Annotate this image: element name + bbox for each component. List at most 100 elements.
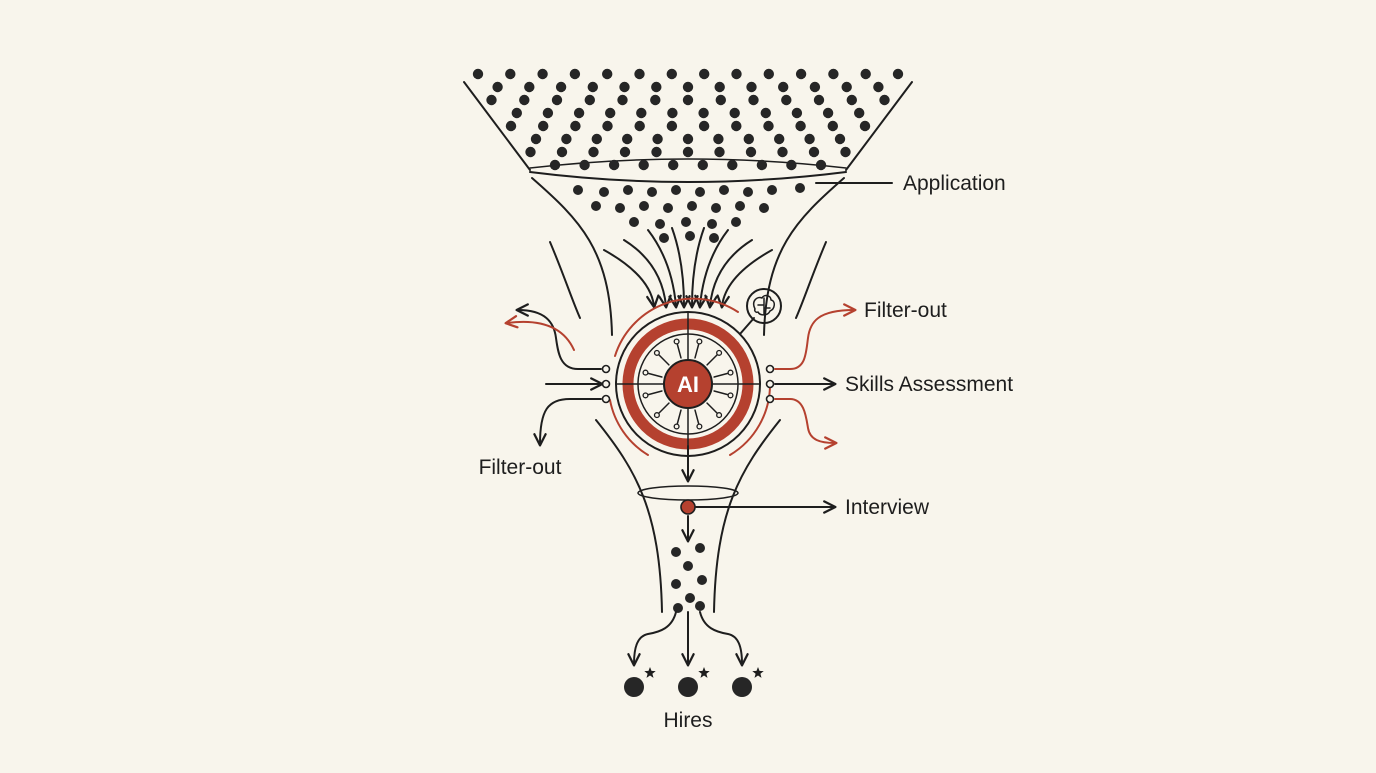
applicant-dot	[828, 68, 839, 80]
neck-dots	[573, 183, 805, 243]
funnel-neck	[531, 177, 845, 336]
applicant-dot	[638, 159, 649, 171]
star-icon	[644, 667, 656, 678]
applicant-dot	[687, 201, 697, 211]
applicant-dot	[623, 185, 633, 195]
applicant-dot	[743, 133, 754, 145]
applicant-dot	[573, 185, 583, 195]
applicant-dot	[763, 68, 774, 80]
applicant-dots	[472, 68, 904, 171]
circuit-node	[653, 349, 660, 356]
applicant-dot	[846, 94, 857, 106]
applicant-dot	[695, 543, 705, 553]
applicant-dot	[873, 81, 884, 93]
applicant-dot	[695, 187, 705, 197]
applicant-dot	[605, 107, 616, 119]
applicant-dot	[579, 159, 590, 171]
applicant-dot	[619, 146, 631, 158]
application-label: Application	[903, 172, 1006, 195]
left-guide-curve	[549, 241, 581, 319]
applicant-dot	[570, 120, 581, 132]
applicant-dot	[666, 68, 677, 80]
applicant-dot	[698, 107, 709, 119]
applicant-dot	[602, 120, 613, 132]
applicant-dot	[663, 203, 673, 213]
applicant-dot	[524, 81, 535, 93]
applicant-dot	[651, 146, 662, 158]
applicant-dot	[681, 217, 691, 227]
applicant-dot	[714, 81, 725, 93]
applicant-dot	[655, 219, 665, 229]
applicant-dot	[685, 231, 695, 241]
applicant-dot	[472, 68, 484, 80]
filter-out-right-label: Filter-out	[864, 299, 947, 322]
candidate-dots	[671, 543, 707, 613]
outer-arc-right	[729, 383, 772, 456]
applicant-dot	[647, 187, 657, 197]
applicant-dot	[815, 159, 827, 171]
left-filter-arrows: Filter-out	[479, 303, 604, 479]
applicant-dot	[859, 120, 871, 132]
applicant-dot	[530, 133, 542, 145]
applicant-dot	[786, 159, 797, 171]
applicant-dot	[697, 159, 708, 171]
hires-label: Hires	[663, 709, 712, 732]
applicant-dot	[617, 94, 628, 106]
applicant-dot	[629, 217, 639, 227]
circuit-node	[716, 349, 723, 356]
applicant-dot	[713, 133, 724, 145]
applicant-dot	[573, 107, 585, 119]
interview-funnel: Interview	[595, 419, 930, 613]
applicant-dot	[791, 107, 803, 119]
circuit-node	[653, 412, 660, 419]
applicant-dot	[804, 133, 815, 145]
applicant-dot	[659, 233, 669, 243]
hire-dot	[624, 677, 644, 697]
applicant-dot	[602, 68, 613, 80]
applicant-dot	[715, 94, 726, 106]
applicant-dot	[834, 133, 846, 145]
circuit-node	[673, 423, 680, 430]
hire-dot	[732, 677, 752, 697]
applicant-dot	[727, 159, 738, 171]
applicant-dot	[809, 81, 821, 93]
applicant-dot	[666, 120, 678, 132]
applicant-dot	[619, 81, 630, 93]
star-icon	[752, 667, 764, 678]
hire-dot	[678, 677, 698, 697]
applicant-dot	[719, 185, 729, 195]
right-guide-curve	[795, 241, 827, 319]
circuit-node	[727, 392, 734, 399]
circuit-node	[696, 423, 703, 430]
applicant-dot	[591, 201, 601, 211]
applicant-dot	[569, 68, 581, 80]
circuit-node	[696, 338, 703, 345]
applicant-dot	[551, 94, 563, 106]
applicant-dot	[668, 159, 679, 171]
applicant-dot	[777, 146, 788, 158]
applicant-dot	[591, 133, 602, 145]
outer-arc-left	[609, 399, 649, 456]
applicant-dot	[795, 120, 806, 132]
applicant-dot	[767, 185, 777, 195]
applicant-dot	[682, 81, 694, 93]
applicant-dot	[525, 146, 536, 158]
applicant-dot	[795, 68, 807, 80]
applicant-dot	[731, 120, 742, 132]
applicant-dot	[549, 159, 561, 171]
applicant-dot	[892, 68, 904, 80]
applicant-dot	[697, 575, 707, 585]
applicant-dot	[714, 146, 725, 158]
applicant-dot	[519, 94, 530, 106]
applicant-dot	[673, 603, 683, 613]
applicant-dot	[636, 107, 647, 119]
hire-tokens: Hires	[624, 667, 764, 732]
applicant-dot	[731, 68, 742, 80]
applicant-dot	[682, 94, 694, 106]
applicant-dot	[542, 107, 554, 119]
application-callout: Application	[815, 172, 1006, 195]
applicant-dot	[682, 133, 694, 145]
applicant-dot	[615, 203, 625, 213]
applicant-dot	[505, 120, 517, 132]
applicant-dot	[759, 203, 769, 213]
